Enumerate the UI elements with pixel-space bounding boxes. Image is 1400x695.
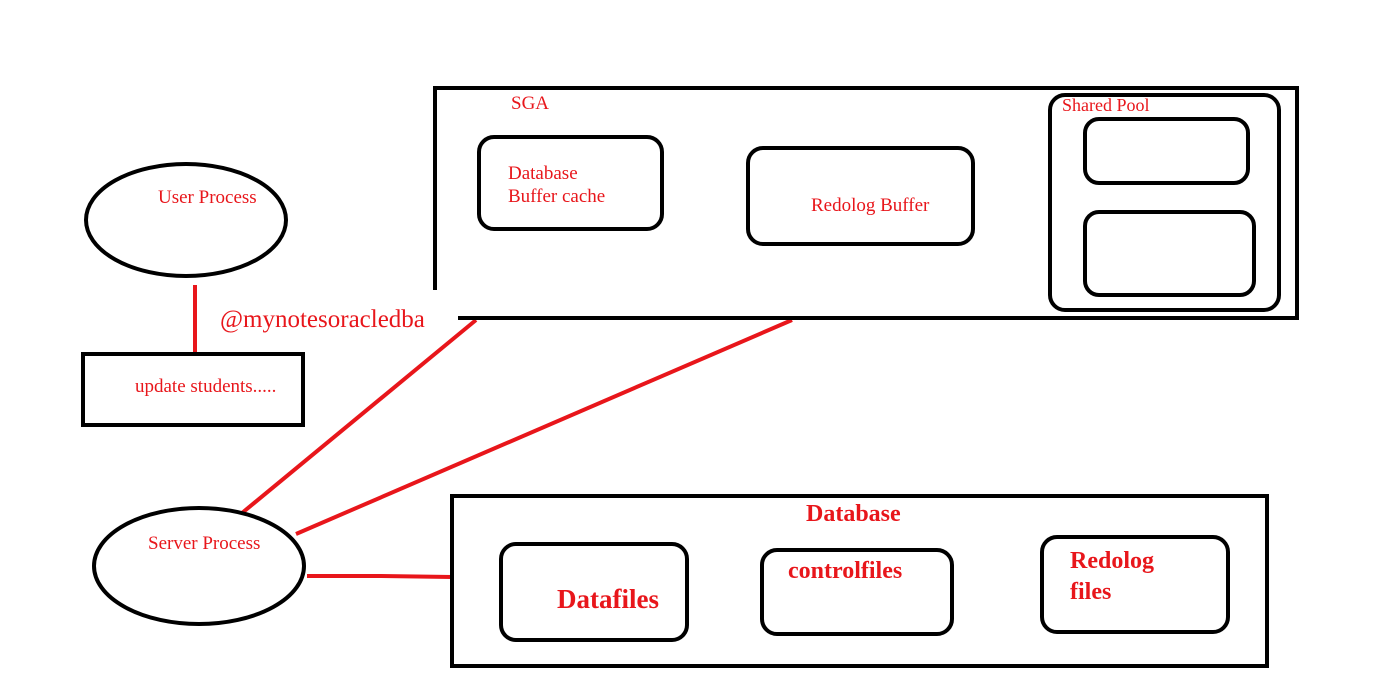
shared-pool-box [1048, 93, 1281, 312]
shared-pool-sub-box-1 [1083, 117, 1250, 185]
sga-container [433, 86, 1299, 320]
redolog-buffer-label: Redolog Buffer [811, 195, 930, 216]
database-buffer-cache-box [477, 135, 664, 231]
datafiles-box [499, 542, 689, 642]
shared-pool-sub-box-2 [1083, 210, 1256, 297]
shared-pool-label: Shared Pool [1062, 95, 1150, 115]
database-label: Database [806, 501, 901, 527]
datafiles-label: Datafiles [557, 584, 659, 614]
database-buffer-cache-label: Database Buffer cache [508, 163, 606, 207]
user-process-node [84, 162, 288, 278]
user-process-label: User Process [158, 187, 257, 208]
controlfiles-box [760, 548, 954, 636]
sql-statement-box [81, 352, 305, 427]
sga-label: SGA [511, 93, 550, 114]
sql-statement-label: update students..... [135, 376, 277, 397]
connector-server-to-redolog-buffer [295, 318, 793, 536]
redolog-buffer-box [746, 146, 975, 246]
controlfiles-label: controlfiles [788, 558, 903, 584]
redolog-files-label: Redolog files [1070, 548, 1154, 605]
server-process-label: Server Process [148, 533, 261, 554]
connector-server-to-database [307, 574, 453, 579]
server-process-node [92, 506, 306, 626]
database-container [450, 494, 1269, 668]
redolog-files-box [1040, 535, 1230, 634]
connector-server-to-sga [240, 318, 478, 515]
watermark-text: @mynotesoracledba [217, 306, 428, 334]
